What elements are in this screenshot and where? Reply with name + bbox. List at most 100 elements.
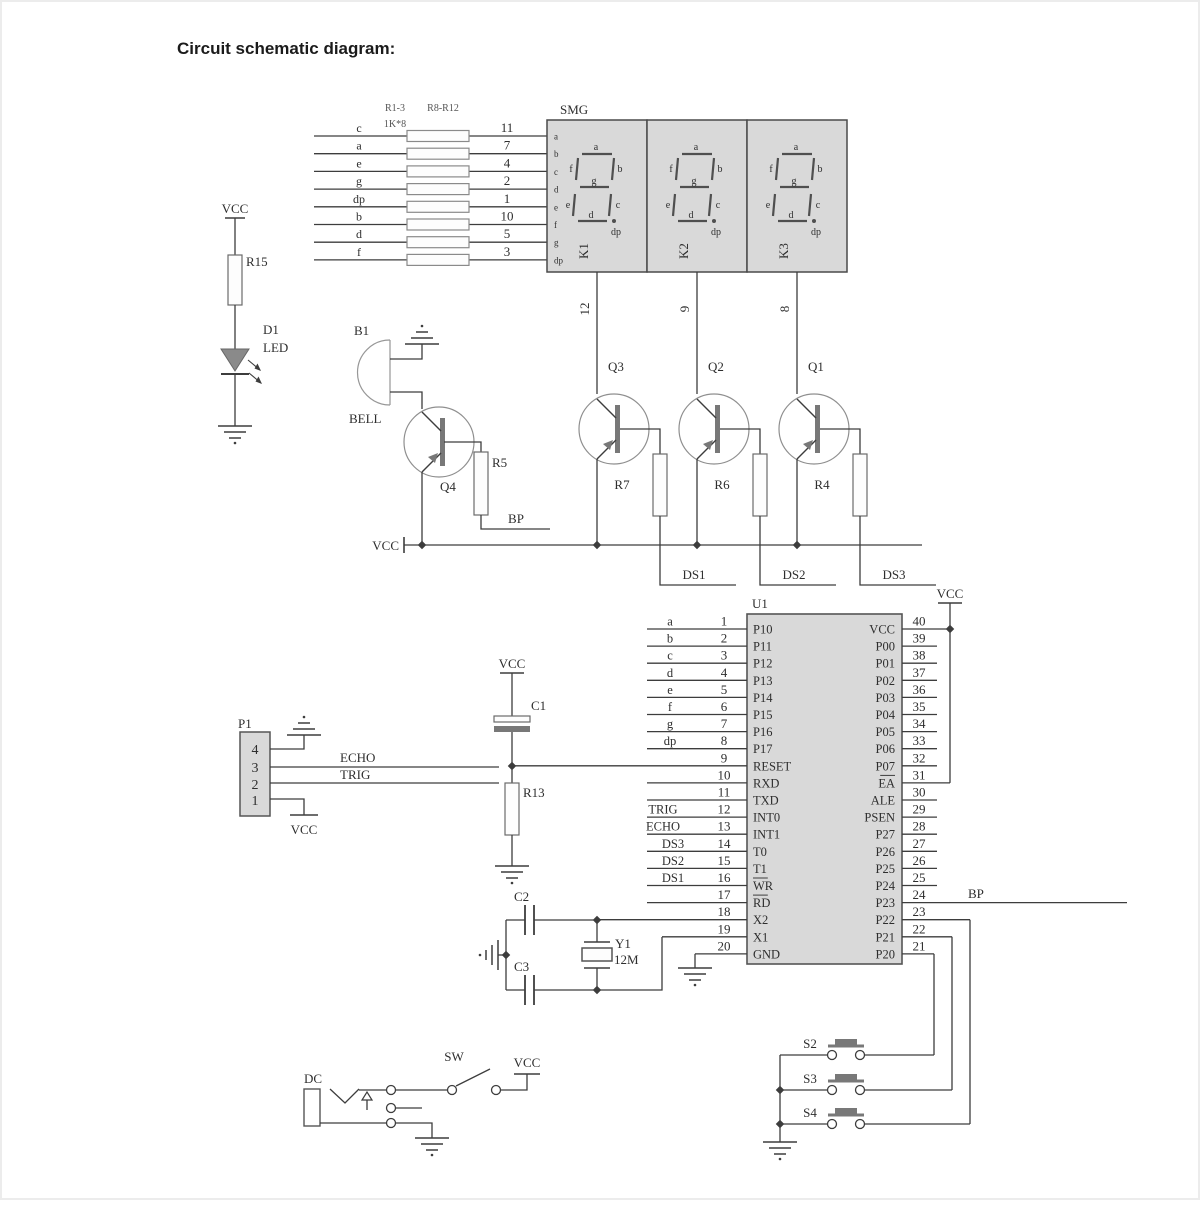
segment-label: d bbox=[789, 210, 794, 221]
p1-ground bbox=[302, 715, 306, 719]
button-contact bbox=[826, 1084, 838, 1096]
pin-name: EA bbox=[878, 776, 895, 790]
pin-net-label: ECHO bbox=[646, 820, 680, 834]
pin-net-label: DS3 bbox=[662, 837, 684, 851]
contact-circle bbox=[446, 1084, 458, 1096]
segment bbox=[774, 157, 780, 181]
bell-arc bbox=[356, 339, 391, 406]
driver-resistor-body bbox=[852, 453, 868, 517]
pin-name: P25 bbox=[876, 862, 895, 876]
pin-name: P27 bbox=[876, 828, 895, 842]
pin-name: P02 bbox=[876, 674, 895, 688]
q-driver-emitter bbox=[796, 439, 817, 460]
seven-segment-display bbox=[546, 119, 648, 273]
ds-net-wire bbox=[859, 516, 936, 586]
pin-number: 5 bbox=[721, 682, 728, 697]
contact-circle bbox=[490, 1084, 502, 1096]
pin-name: P20 bbox=[876, 947, 895, 961]
jack-center-pin-arrow bbox=[360, 1090, 374, 1101]
net-label: f bbox=[357, 245, 361, 259]
button-label: S3 bbox=[803, 1071, 817, 1086]
display-pin-number: 1 bbox=[504, 191, 511, 206]
pin-name: P14 bbox=[753, 691, 773, 705]
trig-net-label: TRIG bbox=[340, 767, 370, 782]
junction-dot bbox=[692, 540, 702, 550]
pin-number: 28 bbox=[913, 819, 926, 834]
pin-net-label: e bbox=[667, 683, 673, 697]
display-pin-number: 3 bbox=[504, 244, 511, 259]
base-wire bbox=[720, 428, 761, 454]
segment bbox=[771, 193, 777, 217]
segment bbox=[807, 193, 813, 217]
x1-elbow bbox=[597, 937, 663, 991]
p1-pin4: 4 bbox=[252, 743, 259, 758]
segment bbox=[707, 193, 713, 217]
button-label: S2 bbox=[803, 1036, 817, 1051]
sw-vcc-wire bbox=[501, 1074, 528, 1091]
q-driver-collector bbox=[596, 398, 617, 419]
segment-label: g bbox=[692, 176, 697, 187]
button-cap bbox=[835, 1108, 857, 1115]
segment-label: c bbox=[616, 200, 621, 211]
base-wire bbox=[820, 428, 861, 454]
segment-label: e bbox=[566, 200, 571, 211]
pin-number: 11 bbox=[718, 785, 731, 800]
segment bbox=[574, 157, 580, 181]
segment-label: a bbox=[694, 142, 699, 153]
pin-number: 9 bbox=[721, 750, 728, 765]
segment-label: g bbox=[792, 176, 797, 187]
segment bbox=[810, 157, 816, 181]
p1-label: P1 bbox=[238, 716, 252, 731]
q-driver-base-bar bbox=[615, 405, 620, 453]
pin-name: TXD bbox=[753, 794, 779, 808]
display-label: SMG bbox=[560, 102, 588, 117]
led-triangle bbox=[220, 348, 250, 372]
segment-label: dp bbox=[611, 227, 621, 238]
pin-number: 16 bbox=[718, 870, 732, 885]
pin-net-label: a bbox=[667, 615, 673, 629]
q-driver-emitter bbox=[696, 439, 717, 460]
contact-circle bbox=[385, 1084, 397, 1096]
wire-and-symbol-layer bbox=[218, 119, 1127, 1161]
display-pin-number: 5 bbox=[504, 226, 511, 241]
pin-name: P05 bbox=[876, 725, 895, 739]
pin-name: X1 bbox=[753, 930, 768, 944]
driver-resistor-body bbox=[752, 453, 768, 517]
pin-name: P17 bbox=[753, 742, 772, 756]
r5-label: R5 bbox=[492, 455, 507, 470]
bp-net-wire bbox=[480, 515, 550, 530]
echo-net-label: ECHO bbox=[340, 750, 375, 765]
pin-name: PSEN bbox=[864, 811, 895, 825]
led-vcc-label: VCC bbox=[222, 201, 249, 216]
pin-name: P16 bbox=[753, 725, 772, 739]
pin-name: P00 bbox=[876, 640, 895, 654]
led-ground bbox=[233, 441, 237, 445]
pin-name: RD bbox=[753, 896, 770, 910]
q4-arrow bbox=[428, 453, 438, 463]
ds-net-wire bbox=[659, 516, 736, 586]
button-contact bbox=[826, 1049, 838, 1061]
pin-name: RESET bbox=[753, 759, 792, 773]
pin-number: 36 bbox=[913, 682, 927, 697]
pin-name: P12 bbox=[753, 657, 772, 671]
pin-name: INT0 bbox=[753, 811, 780, 825]
crystal-body bbox=[581, 947, 613, 962]
led-arrow-head bbox=[254, 363, 261, 371]
digit-name: K3 bbox=[776, 243, 791, 259]
array-resistor-body bbox=[406, 129, 470, 143]
q-driver-collector bbox=[696, 398, 717, 419]
common-pin-number: 9 bbox=[677, 306, 692, 313]
jack-spring-contact bbox=[329, 1088, 360, 1104]
net-label: g bbox=[356, 174, 362, 188]
pin-number: 17 bbox=[718, 887, 732, 902]
array-resistor-body bbox=[406, 253, 470, 266]
pin-number: 15 bbox=[718, 853, 731, 868]
pin-name: P24 bbox=[876, 879, 896, 893]
pin-net-label: g bbox=[667, 717, 674, 731]
dp-segment bbox=[712, 219, 716, 223]
segment-label: a bbox=[794, 142, 799, 153]
bp-net-label: BP bbox=[508, 511, 524, 526]
bell-label: BELL bbox=[349, 411, 382, 426]
q4-base-wire bbox=[444, 441, 482, 452]
